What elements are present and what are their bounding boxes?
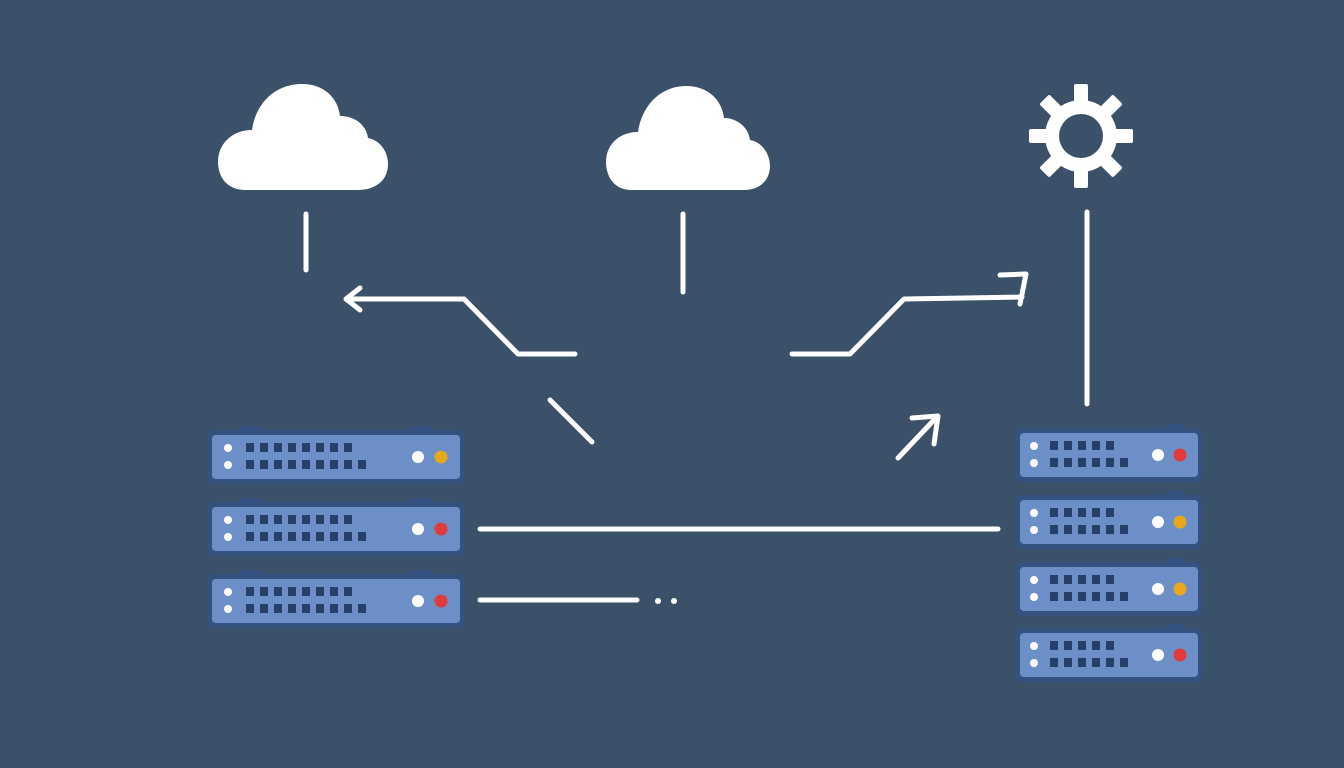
status-light	[1173, 448, 1187, 462]
arrow-head-diagonal	[909, 413, 941, 447]
server-unit	[1016, 558, 1202, 616]
server-unit	[208, 498, 464, 556]
status-light	[1173, 582, 1187, 596]
status-light	[1173, 515, 1187, 529]
arrow-line-left	[347, 296, 578, 357]
cloud-icon	[606, 86, 770, 190]
connector-line	[547, 397, 595, 445]
arrow-head-left	[343, 285, 363, 313]
arrow-line-right	[789, 294, 1025, 357]
server-unit	[208, 570, 464, 628]
server-unit	[1016, 491, 1202, 549]
cloud-icon	[218, 84, 388, 190]
gear-icon	[1029, 84, 1133, 188]
server-unit	[1016, 624, 1202, 682]
ellipsis-dots	[655, 598, 677, 604]
status-light	[434, 450, 448, 464]
arrow-head-right	[997, 271, 1029, 307]
server-stack-right	[1016, 424, 1202, 682]
server-unit	[208, 426, 464, 484]
status-light	[434, 594, 448, 608]
server-unit	[1016, 424, 1202, 482]
arrow-line-diagonal	[895, 417, 937, 461]
status-light	[1173, 648, 1187, 662]
server-stack-left	[208, 426, 464, 628]
status-light	[434, 522, 448, 536]
